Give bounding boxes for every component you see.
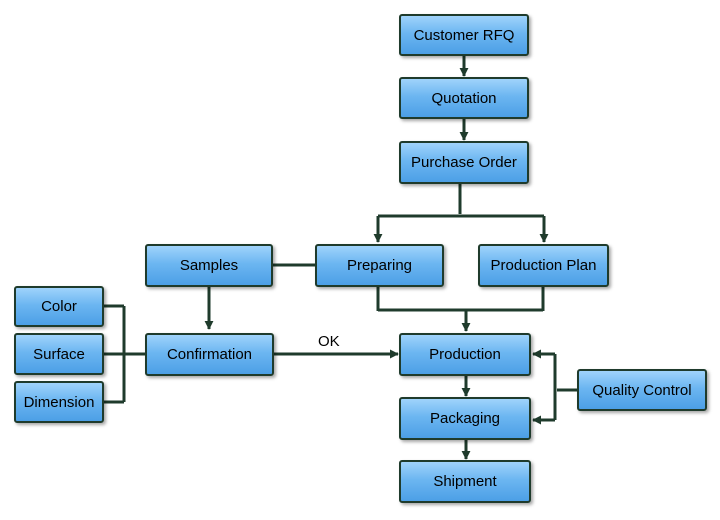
edge-label-ok: OK [318,333,340,350]
node-surface: Surface [14,333,104,375]
node-quality-control: Quality Control [577,369,707,411]
node-confirmation: Confirmation [145,333,274,376]
node-purchase-order: Purchase Order [399,141,529,184]
node-samples: Samples [145,244,273,287]
node-production-plan: Production Plan [478,244,609,287]
node-packaging: Packaging [399,397,531,440]
node-shipment: Shipment [399,460,531,503]
node-dimension: Dimension [14,381,104,423]
node-color: Color [14,286,104,327]
node-quotation: Quotation [399,77,529,119]
node-preparing: Preparing [315,244,444,287]
node-production: Production [399,333,531,376]
node-customer-rfq: Customer RFQ [399,14,529,56]
